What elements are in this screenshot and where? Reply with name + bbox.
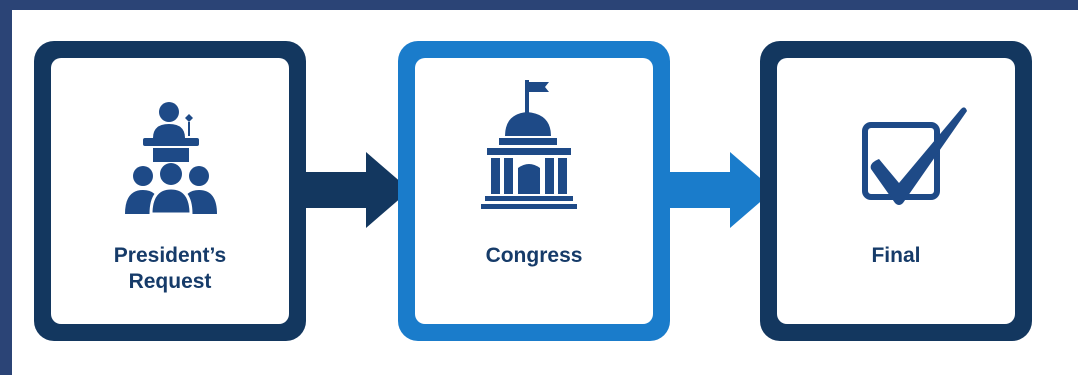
step-card-inner: Final [777,58,1015,324]
step-label: Congress [485,244,583,267]
capitol-building-icon [481,80,577,209]
step-card-inner: Congress [415,58,653,324]
arrow-right-icon [670,152,774,228]
step-label: President’s Request [51,243,289,295]
step-label: Final [871,244,921,267]
step-final: Final [760,41,1032,341]
step-presidents-request: President’s Request [34,41,306,341]
checkbox-checked-icon [862,107,967,205]
step-label-line2: Request [128,270,212,293]
step-card-inner: President’s Request [51,58,289,324]
step-label-line1: President’s [113,244,227,267]
arrow-right-icon [306,152,410,228]
podium-audience-icon [125,102,217,216]
step-congress: Congress [398,41,670,341]
